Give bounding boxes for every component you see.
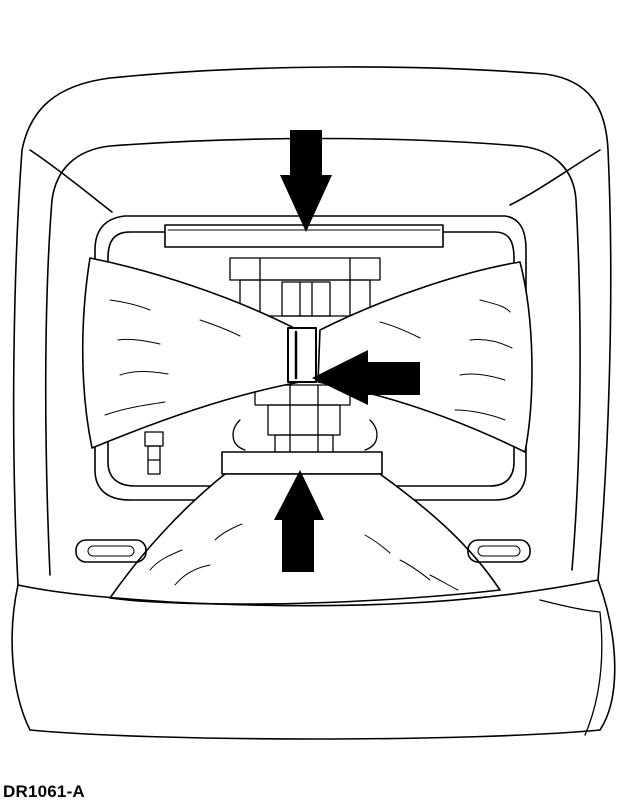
lower-fabric-wrinkles [150,524,458,590]
upper-fold-left [30,150,112,212]
arrow-top [280,130,332,232]
mechanism-assembly [230,258,380,455]
seat-frame-opening [95,216,526,500]
lower-bracket-bar [222,452,382,474]
arrow-right [312,350,420,405]
fabric-cover-right [318,262,532,452]
center-retaining-clip [288,328,316,382]
cushion-edge-fold-right [540,600,602,735]
slot-left [76,540,146,562]
seat-cushion [12,580,615,739]
seat-back-outer [14,67,611,585]
fabric-wrinkles [105,300,512,420]
upper-bracket-bar [165,225,443,247]
left-side-fastener [145,432,163,474]
seat-frame-inner-edge [108,232,514,486]
figure-label: DR1061-A [3,782,85,801]
upper-fold-right [510,150,600,205]
arrow-bottom [274,470,324,572]
slot-right [468,540,530,562]
